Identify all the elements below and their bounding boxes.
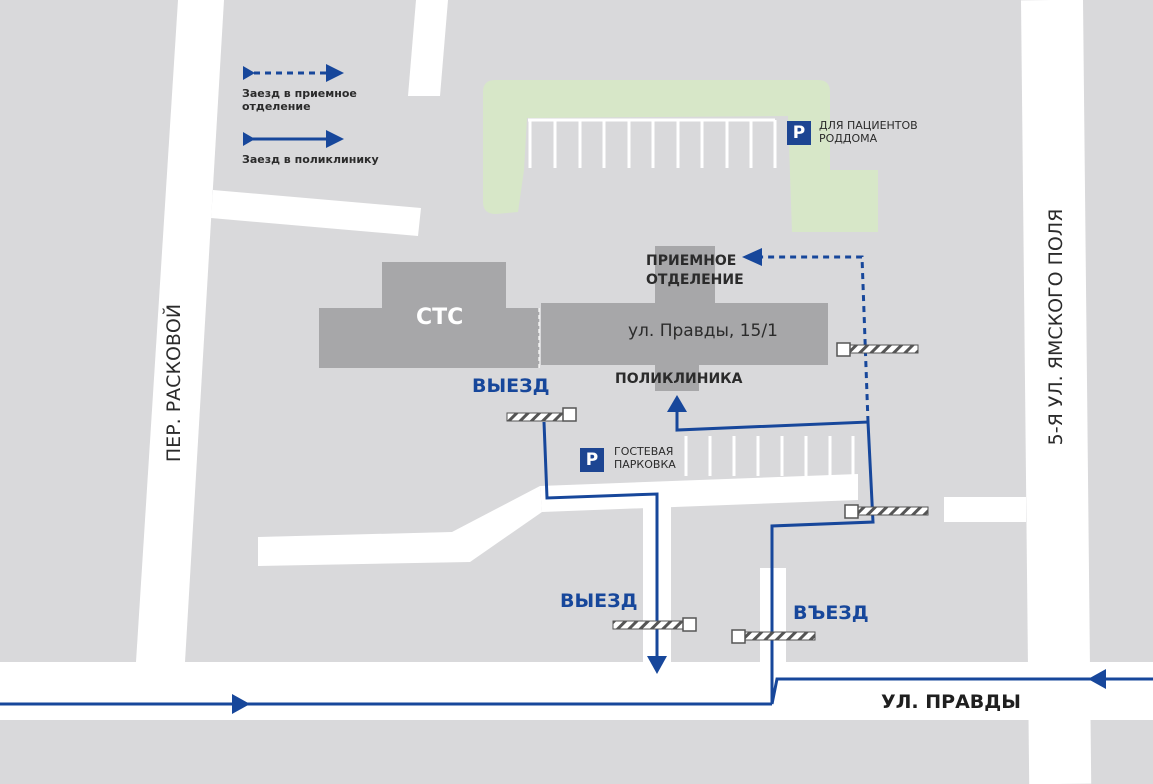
arrow-exit-down bbox=[647, 656, 667, 674]
road-courtyard-main bbox=[540, 474, 858, 512]
arrow-to-reception bbox=[742, 248, 762, 266]
street-raskovoy-label: ПЕР. РАСКОВОЙ bbox=[163, 303, 186, 463]
buildings bbox=[319, 246, 828, 391]
arrow-bottom-right bbox=[232, 694, 250, 714]
barrier-exit-bottom bbox=[612, 617, 697, 632]
legend-clinic-entry: Заезд в поликлинику bbox=[242, 153, 379, 166]
patients-parking-lot bbox=[528, 118, 777, 168]
clinic-label: ПОЛИКЛИНИКА bbox=[615, 371, 743, 387]
building-address-label: ул. Правды, 15/1 bbox=[628, 321, 778, 341]
street-yamskogo-label: 5-Я УЛ. ЯМСКОГО ПОЛЯ bbox=[1045, 208, 1068, 446]
barrier-reception bbox=[836, 342, 919, 357]
legend-start-solid bbox=[243, 132, 255, 146]
road-courtyard-diagonal bbox=[258, 486, 542, 566]
green-zone bbox=[483, 80, 878, 232]
barrier-entry bbox=[731, 629, 816, 644]
parking-guest-label: гостевая парковка bbox=[614, 445, 676, 471]
parking-patients-label: для пациентов роддома bbox=[819, 119, 918, 145]
building-sts-center bbox=[382, 262, 506, 368]
route-solid-entry bbox=[675, 408, 1153, 705]
building-sts-label: СТС bbox=[416, 305, 464, 330]
road-upper-left-connector bbox=[211, 190, 421, 236]
building-reception-wing bbox=[655, 246, 715, 365]
route-solid-exit bbox=[542, 421, 659, 658]
legend-emergency-entry: Заезд в приемное отделение bbox=[242, 87, 357, 113]
road-per-raskovoy bbox=[136, 0, 224, 662]
exit-top-label: ВЫЕЗД bbox=[472, 375, 550, 397]
arrow-entry-left bbox=[1088, 669, 1106, 689]
entry-label: ВЪЕЗД bbox=[793, 602, 869, 624]
barrier-right bbox=[844, 504, 929, 519]
legend-arrow-dotted bbox=[326, 64, 344, 82]
parking-patients-sign: P bbox=[787, 121, 811, 145]
reception-label: ПРИЕМНОЕ ОТДЕЛЕНИЕ bbox=[646, 253, 744, 288]
barriers bbox=[506, 342, 929, 644]
road-top-spur bbox=[408, 0, 448, 96]
routes bbox=[0, 71, 1153, 706]
arrow-to-clinic bbox=[667, 395, 687, 412]
guest-parking-lot bbox=[684, 436, 855, 476]
route-dotted-to-reception bbox=[762, 255, 870, 423]
route-arrows bbox=[232, 64, 1106, 714]
street-pravdy-label: УЛ. ПРАВДЫ bbox=[881, 691, 1021, 713]
legend-arrow-solid bbox=[326, 130, 344, 148]
road-ul-pravdy bbox=[0, 662, 1153, 720]
parking-guest-sign: P bbox=[580, 448, 604, 472]
road-5ya-yamskogo bbox=[1021, 0, 1092, 784]
building-clinic-wing bbox=[655, 365, 699, 391]
legend-start-dotted bbox=[243, 66, 255, 80]
exit-bottom-label: ВЫЕЗД bbox=[560, 590, 638, 612]
road-right-connector bbox=[944, 497, 1026, 522]
barrier-exit-top bbox=[506, 407, 577, 422]
